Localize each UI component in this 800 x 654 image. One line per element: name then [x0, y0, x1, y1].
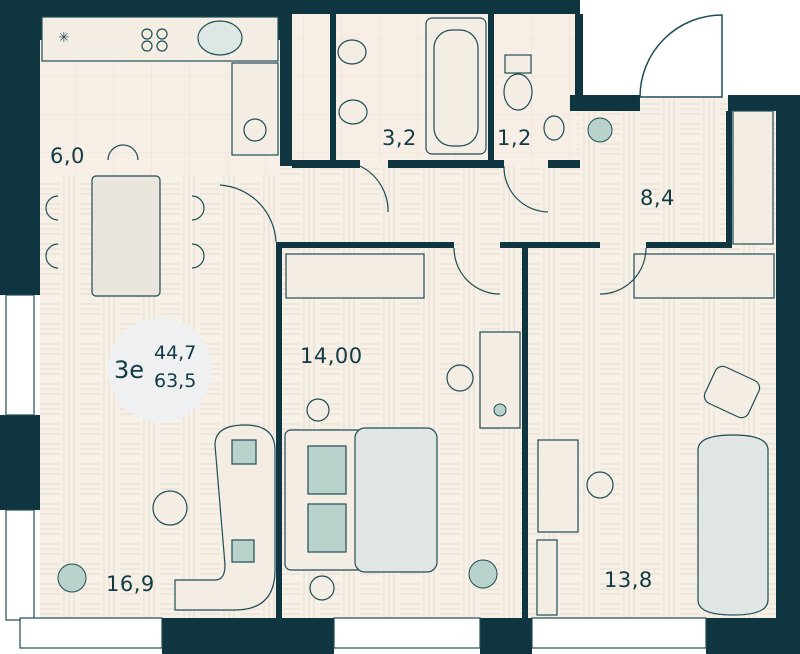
kitchen-furniture [41, 16, 279, 297]
room-area-bedroom-1: 14,00 [300, 344, 363, 368]
balcony-arc [639, 14, 723, 98]
hall-furniture [219, 110, 775, 299]
snowflake-icon: ✳ [58, 30, 70, 46]
bathroom-fixtures [337, 17, 565, 155]
room-area-bathroom: 3,2 [382, 126, 417, 150]
room-area-kitchen: 6,0 [50, 144, 85, 168]
apartment-type: 3е [114, 356, 145, 384]
apartment-badge: 3е 44,7 63,5 [108, 318, 212, 422]
total-area: 63,5 [154, 370, 197, 392]
plant-icons [57, 117, 613, 593]
living-area: 44,7 [154, 342, 197, 364]
windows [5, 294, 707, 649]
room-furniture [152, 331, 769, 616]
room-area-toilet: 1,2 [497, 126, 532, 150]
room-area-hall: 8,4 [640, 186, 675, 210]
room-area-bedroom-2: 13,8 [604, 568, 653, 592]
room-area-living-room: 16,9 [106, 572, 155, 596]
